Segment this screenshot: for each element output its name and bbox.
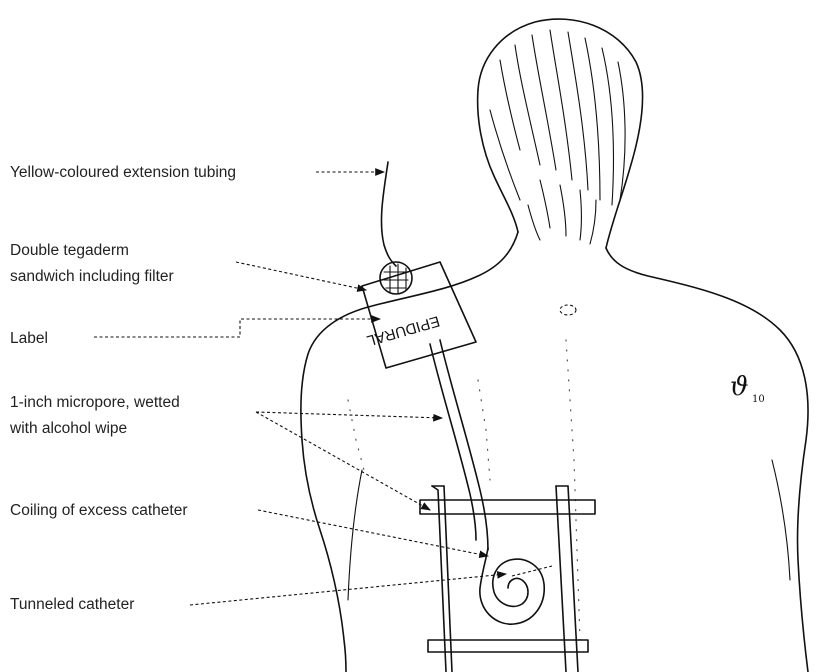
artist-signature: ϑ 10 <box>730 372 765 405</box>
micropore-tape-frame <box>420 486 595 672</box>
leader-label <box>94 319 380 337</box>
leader-micropore-lower <box>256 412 430 510</box>
puncture-site <box>560 305 576 315</box>
head-outline <box>478 19 643 248</box>
label-coiling: Coiling of excess catheter <box>10 500 187 521</box>
leader-coiling <box>258 510 488 556</box>
torso-outline <box>301 232 808 672</box>
label-tegaderm-line2: sandwich including filter <box>10 266 174 287</box>
label-micropore-line2: with alcohol wipe <box>10 418 127 439</box>
label-extension-tubing: Yellow-coloured extension tubing <box>10 162 236 183</box>
tegaderm-dressing: EPIDURAL <box>362 262 476 368</box>
filter-icon <box>380 262 412 294</box>
label-tunneled: Tunneled catheter <box>10 594 134 615</box>
label-label: Label <box>10 328 48 349</box>
label-tegaderm-line1: Double tegaderm <box>10 240 129 261</box>
leader-lines <box>94 172 506 605</box>
label-micropore-line1: 1-inch micropore, wetted <box>10 392 180 413</box>
coiled-catheter <box>480 548 544 624</box>
svg-text:ϑ: ϑ <box>730 372 749 402</box>
svg-text:10: 10 <box>752 394 765 405</box>
extension-tubing <box>381 162 396 266</box>
leader-micropore-upper <box>256 412 442 418</box>
leader-tegaderm <box>236 262 366 290</box>
